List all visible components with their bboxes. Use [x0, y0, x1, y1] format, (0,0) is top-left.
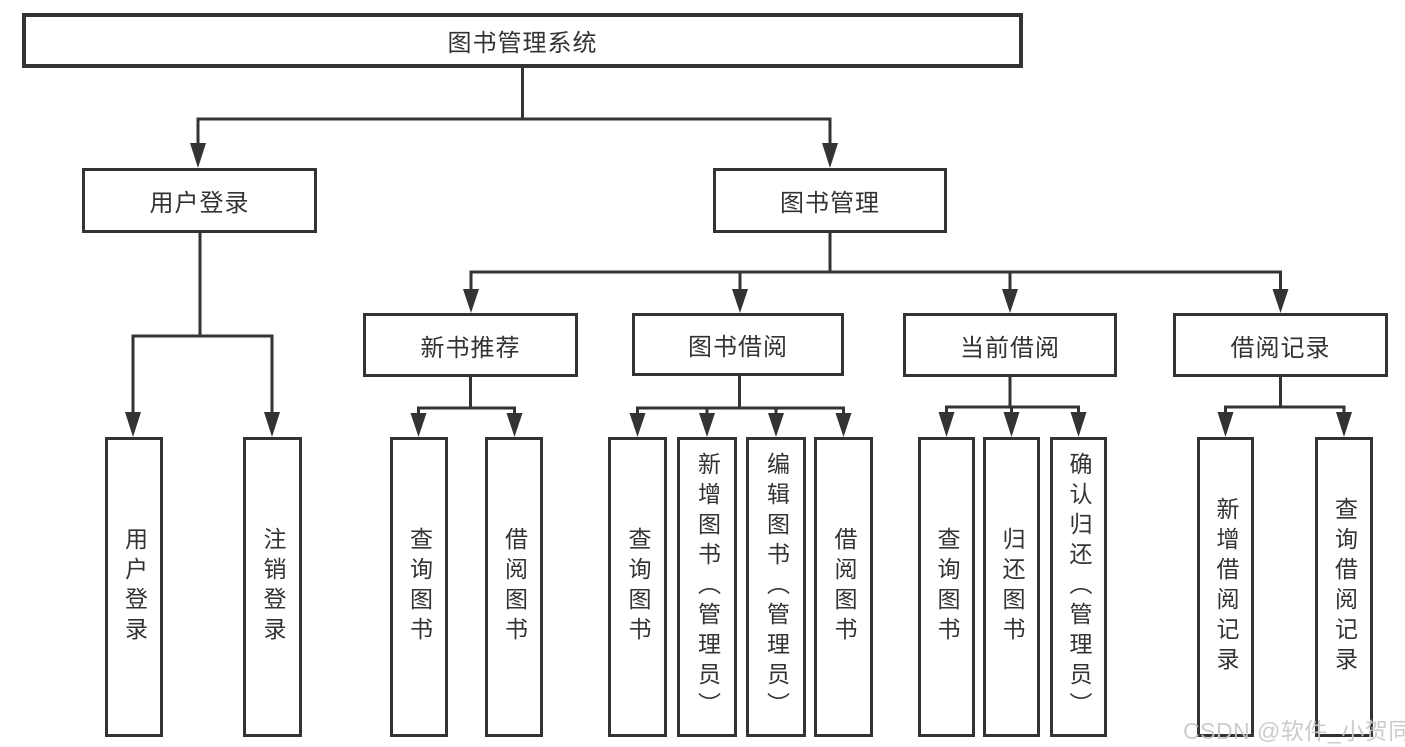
node-label: 归还图书 [999, 527, 1025, 647]
connector-new-book-rec-children [417, 377, 516, 416]
node-borrowing-records: 借阅记录 [1173, 313, 1388, 377]
node-book-management: 图书管理 [713, 168, 947, 233]
node-user-login: 用户登录 [82, 168, 317, 233]
node-label: 图书管理 [780, 190, 880, 217]
node-label: 新书推荐 [420, 334, 521, 362]
csdn-watermark: CSDN @软件_小贺同学 [1183, 718, 1405, 744]
leaf-query-books-recommend: 查询图书 [390, 437, 448, 737]
leaf-add-books-admin: 新增图书（管理员） [677, 437, 737, 737]
node-label: 编辑图书（管理员） [763, 452, 790, 722]
leaf-logout: 注销登录 [243, 437, 302, 737]
connector-book-management-children [469, 233, 1282, 292]
node-label: 借阅记录 [1230, 334, 1331, 362]
leaf-return-books: 归还图书 [983, 437, 1040, 737]
leaf-borrow-books: 借阅图书 [814, 437, 873, 737]
leaf-query-books-borrowing: 查询图书 [608, 437, 667, 737]
leaf-add-borrow-record: 新增借阅记录 [1197, 437, 1254, 737]
connector-current-borrowing-children [945, 377, 1080, 415]
node-label: 用户登录 [121, 527, 148, 647]
leaf-query-borrow-record: 查询借阅记录 [1315, 437, 1373, 737]
node-current-borrowing: 当前借阅 [903, 313, 1117, 377]
node-label: 确认归还（管理员） [1066, 452, 1092, 722]
node-new-book-recommendation: 新书推荐 [363, 313, 578, 377]
node-label: 借阅图书 [831, 527, 857, 647]
connector-book-borrowing-children [636, 375, 845, 416]
connector-root-to-level2 [196, 68, 832, 150]
node-label: 图书管理系统 [447, 30, 598, 57]
connector-borrowing-records-children [1224, 377, 1346, 415]
node-book-borrowing: 图书借阅 [632, 313, 844, 376]
node-label: 当前借阅 [960, 334, 1060, 362]
node-library-management-system: 图书管理系统 [22, 13, 1023, 68]
node-label: 查询借阅记录 [1331, 497, 1358, 677]
arrowheads [125, 143, 1352, 437]
node-label: 借阅图书 [501, 527, 528, 647]
leaf-borrow-books-recommend: 借阅图书 [485, 437, 543, 737]
node-label: 注销登录 [260, 527, 286, 647]
connector-user-login-children [131, 233, 274, 415]
leaf-edit-books-admin: 编辑图书（管理员） [746, 437, 806, 737]
node-label: 查询图书 [406, 527, 433, 647]
leaf-user-login: 用户登录 [105, 437, 163, 737]
node-label: 新增图书（管理员） [694, 452, 721, 722]
node-label: 用户登录 [149, 190, 250, 217]
leaf-query-books-current: 查询图书 [918, 437, 975, 737]
node-label: 新增借阅记录 [1213, 497, 1239, 677]
node-label: 查询图书 [934, 527, 960, 647]
node-label: 图书借阅 [688, 334, 788, 361]
leaf-confirm-return-admin: 确认归还（管理员） [1050, 437, 1107, 737]
node-label: 查询图书 [625, 527, 651, 647]
